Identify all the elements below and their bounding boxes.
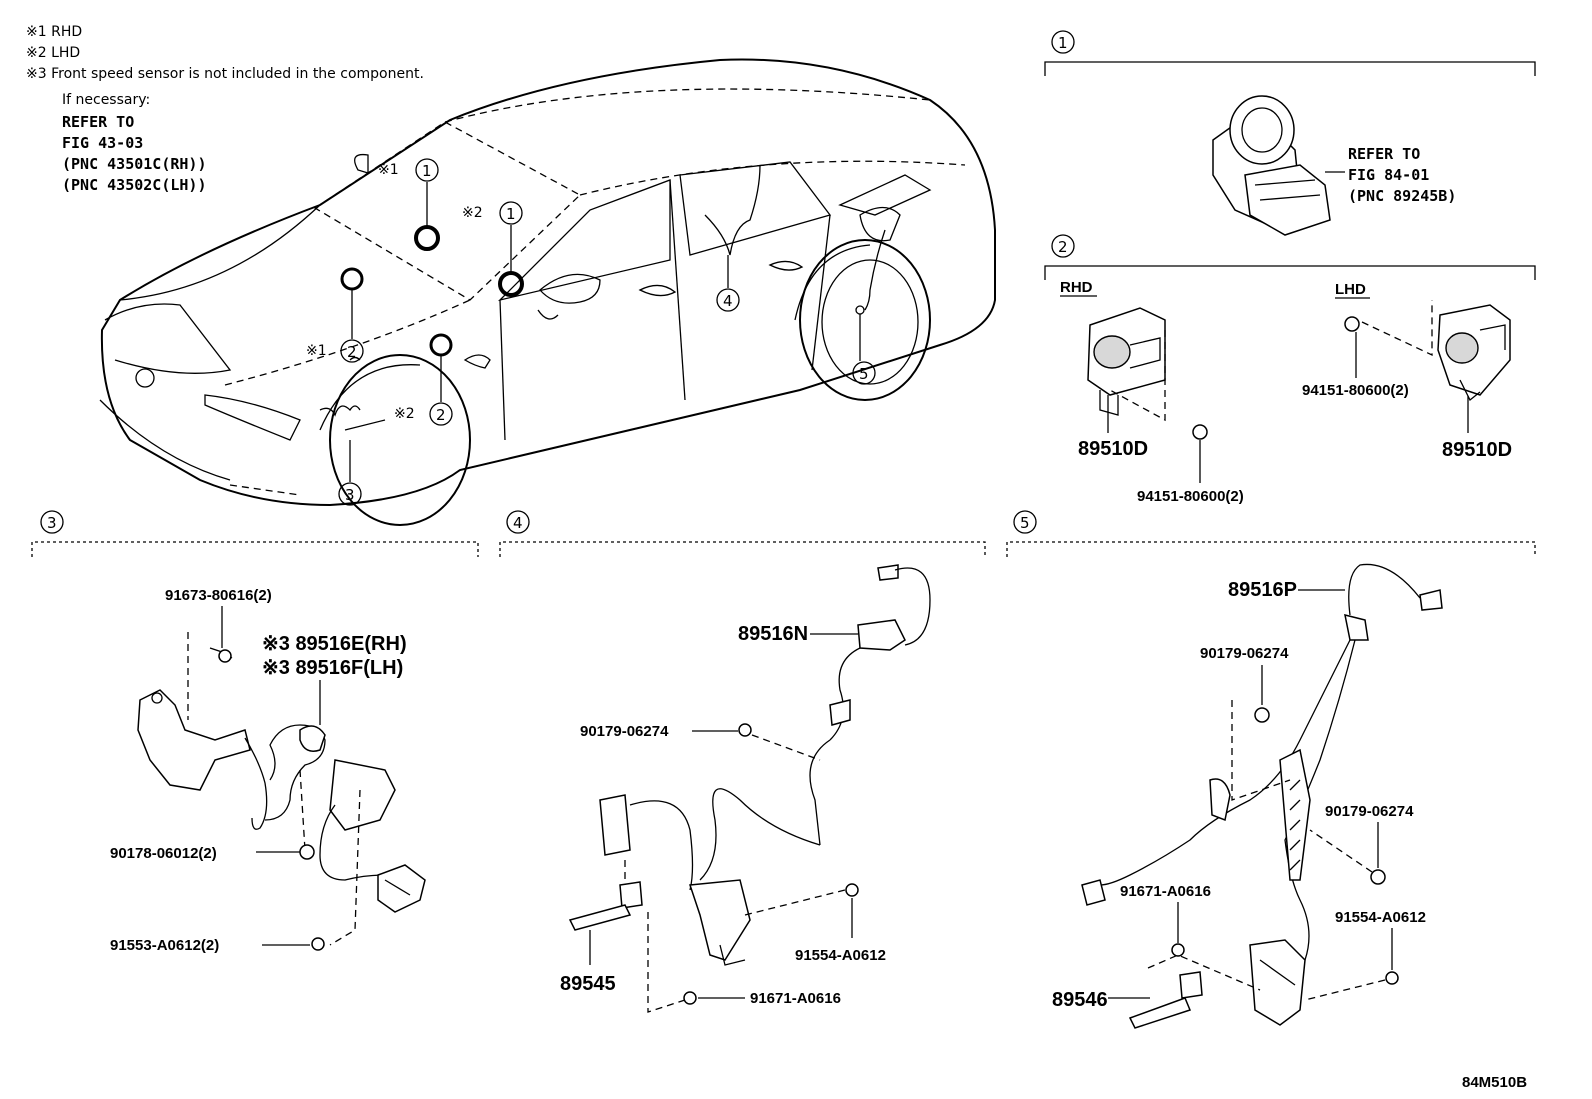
part-91671-a0616: 91671-A0616 <box>1120 883 1211 900</box>
callout-num: 1 <box>422 162 432 180</box>
yaw-rate-sensor-rhd <box>1087 307 1166 416</box>
car-callouts: 1 ※1 1 ※2 2 ※1 2 ※2 3 4 5 <box>306 158 876 506</box>
lhd-mark: ※2 <box>462 205 483 221</box>
part-89510d-rhd: 89510D <box>1078 438 1148 460</box>
callout-num: 2 <box>347 343 357 361</box>
nut-icon <box>299 844 315 860</box>
section-2: 2 RHD LHD 89510D 94151-80600(2) 94151-80… <box>1044 234 1536 505</box>
part-89516e-rh: ※3 89516E(RH) <box>262 633 407 655</box>
location-marker <box>498 271 524 297</box>
part-91673-80616: 91673-80616(2) <box>165 587 272 604</box>
note-pnc-rh: (PNC 43501C(RH)) <box>62 155 207 173</box>
part-90179-06274: 90179-06274 <box>580 723 669 740</box>
callout-circle <box>852 361 876 385</box>
nut-icon <box>1344 316 1360 332</box>
clip-icon <box>1254 707 1270 723</box>
callout-circle <box>716 288 740 312</box>
rhd-mark: ※1 <box>306 343 327 359</box>
steering-angle-sensor <box>1212 95 1331 236</box>
refer-to-label: REFER TO <box>1348 145 1420 163</box>
part-89545: 89545 <box>560 973 616 995</box>
rear-speed-sensor-harness-lh <box>1081 563 1443 1026</box>
rear-speed-sensor-89545 <box>568 860 643 931</box>
part-89516f-lh: ※3 89516F(LH) <box>262 657 403 679</box>
part-94151-lhd: 94151-80600(2) <box>1302 382 1409 399</box>
bolt-icon <box>683 991 697 1005</box>
figure-code: 84M510B <box>1462 1074 1527 1091</box>
car-illustration <box>99 58 996 526</box>
part-91554-a0612: 91554-A0612 <box>1335 909 1426 926</box>
callout-circle <box>338 482 362 506</box>
lhd-mark: ※2 <box>394 406 415 422</box>
pnc-label: (PNC 89245B) <box>1348 187 1456 205</box>
section-number: 2 <box>1058 238 1068 256</box>
fig-label: FIG 84-01 <box>1348 166 1429 184</box>
callout-num: 3 <box>345 486 355 504</box>
yaw-rate-sensor-lhd <box>1437 304 1511 402</box>
callout-num: 1 <box>506 205 516 223</box>
front-speed-sensor-harness <box>137 689 426 946</box>
part-91554-a0612: 91554-A0612 <box>795 947 886 964</box>
lhd-heading: LHD <box>1335 281 1366 298</box>
callout-circle <box>429 402 453 426</box>
notes-block: ※1 RHD ※2 LHD ※3 Front speed sensor is n… <box>26 24 424 194</box>
clip-icon <box>1370 869 1386 885</box>
section-5: 5 89516P 90179-06274 90179-06274 91671-A… <box>1006 510 1536 1029</box>
bolt-icon <box>218 649 232 663</box>
rhd-heading: RHD <box>1060 279 1093 296</box>
section-4: 4 89516N 90179-06274 89545 <box>499 510 986 1013</box>
note-rhd: ※1 RHD <box>26 24 82 40</box>
section-number: 5 <box>1020 514 1030 532</box>
part-94151-rhd: 94151-80600(2) <box>1137 488 1244 505</box>
note-fig: FIG 43-03 <box>62 134 143 152</box>
bolt-icon <box>1171 943 1185 957</box>
location-marker <box>414 225 440 251</box>
rhd-mark: ※1 <box>378 162 399 178</box>
callout-circle <box>340 339 364 363</box>
rear-speed-sensor-89546 <box>1128 971 1203 1029</box>
callout-num: 2 <box>436 406 446 424</box>
part-91671-a0616: 91671-A0616 <box>750 990 841 1007</box>
part-91553-a0612: 91553-A0612(2) <box>110 937 219 954</box>
part-89516p: 89516P <box>1228 579 1297 601</box>
bolt-icon <box>311 937 325 951</box>
bolt-icon <box>845 883 859 897</box>
callout-circle <box>415 158 439 182</box>
section-number: 3 <box>47 514 57 532</box>
location-marker <box>429 333 453 357</box>
section-1: 1 REFER TO FIG 84-01 (PNC 89245B) <box>1044 30 1536 236</box>
note-refer-to: REFER TO <box>62 113 134 131</box>
clip-icon <box>738 723 752 737</box>
part-90179-06274-right: 90179-06274 <box>1325 803 1414 820</box>
note-front-sensor: ※3 Front speed sensor is not included in… <box>26 66 424 82</box>
note-if-necessary: If necessary: <box>62 92 150 108</box>
part-89516n: 89516N <box>738 623 808 645</box>
part-89546: 89546 <box>1052 989 1108 1011</box>
part-90178-06012: 90178-06012(2) <box>110 845 217 862</box>
callout-circle <box>499 201 523 225</box>
location-marker <box>340 267 364 291</box>
note-pnc-lh: (PNC 43502C(LH)) <box>62 176 207 194</box>
nut-icon <box>1192 424 1208 440</box>
section-3: 3 91673-80616(2) ※3 89516E(RH) ※3 89516F… <box>31 510 479 954</box>
section-number: 1 <box>1058 34 1068 52</box>
callout-num: 4 <box>723 292 733 310</box>
note-lhd: ※2 LHD <box>26 45 80 61</box>
bolt-icon <box>1385 971 1399 985</box>
section-number: 4 <box>513 514 523 532</box>
rear-speed-sensor-harness-rh <box>599 564 931 966</box>
callout-num: 5 <box>859 365 869 383</box>
part-89510d-lhd: 89510D <box>1442 439 1512 461</box>
part-90179-06274-top: 90179-06274 <box>1200 645 1289 662</box>
